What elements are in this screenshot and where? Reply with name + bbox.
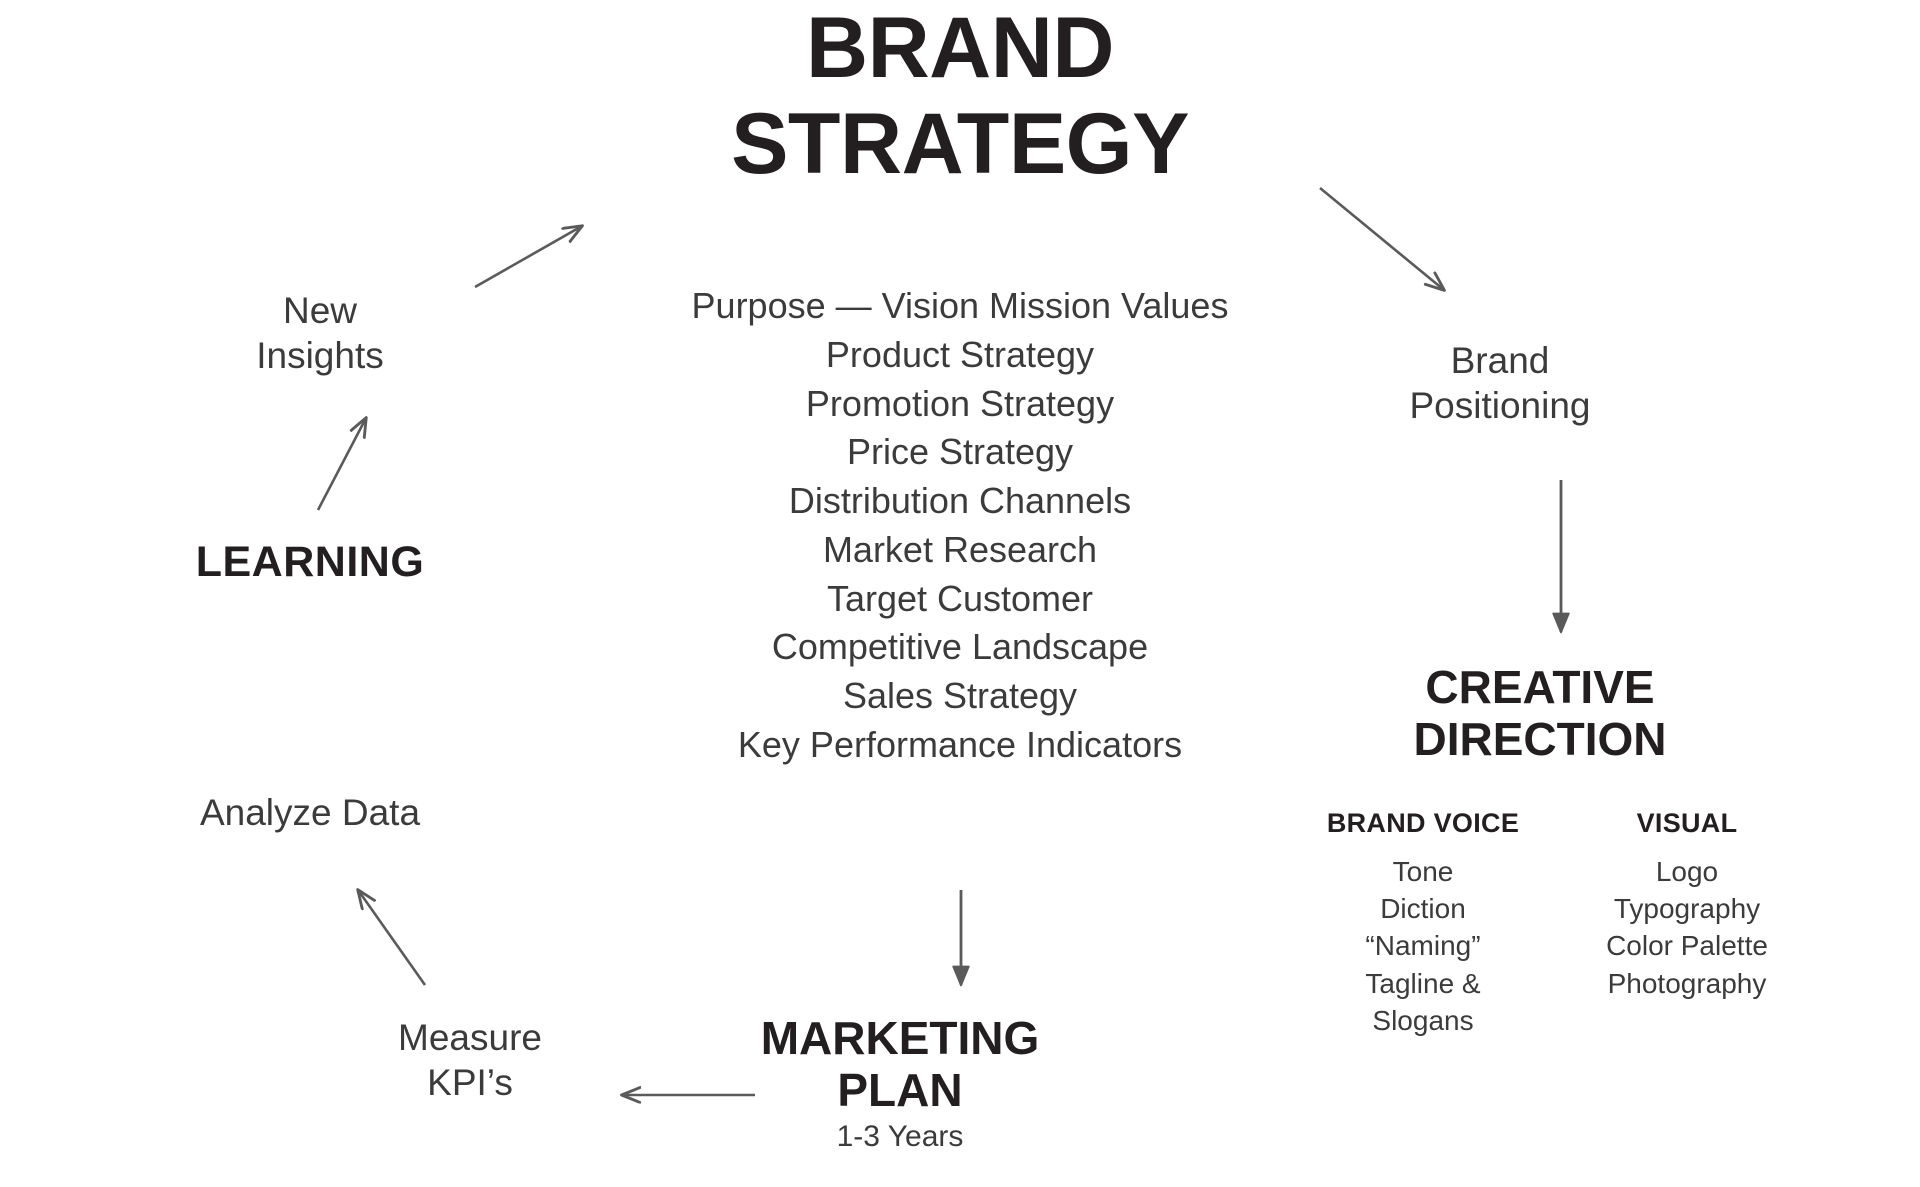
node-new-insights: New Insights xyxy=(160,288,480,378)
column-item: Slogans xyxy=(1372,1004,1474,1036)
creative-direction-column-visual: VISUAL Logo Typography Color Palette Pho… xyxy=(1569,808,1805,1039)
marketing-plan-line-2: PLAN xyxy=(837,1063,963,1116)
column-item: “Naming” xyxy=(1365,930,1481,962)
column-item: Logo xyxy=(1655,856,1719,887)
creative-direction-columns: BRAND VOICE Tone Diction “Naming” Taglin… xyxy=(1305,808,1805,1039)
list-item: Purpose — Vision Mission Values xyxy=(691,285,1229,326)
column-heading: VISUAL xyxy=(1636,808,1738,838)
marketing-plan-line-1: MARKETING xyxy=(760,1012,1040,1064)
column-item: Photography xyxy=(1607,967,1767,999)
brand-positioning-line-1: Brand xyxy=(1450,340,1550,381)
list-item: Target Customer xyxy=(826,577,1094,619)
creative-direction-line-1: CREATIVE xyxy=(1425,661,1655,713)
node-marketing-plan: MARKETING PLAN 1-3 Years xyxy=(700,1012,1100,1154)
list-item: Market Research xyxy=(822,528,1098,570)
node-creative-direction: CREATIVE DIRECTION xyxy=(1330,661,1750,765)
brand-strategy-list: Purpose — Vision Mission Values Product … xyxy=(480,282,1440,770)
list-item: Product Strategy xyxy=(825,333,1095,375)
page-title: BRAND STRATEGY xyxy=(560,0,1360,193)
list-item: Distribution Channels xyxy=(788,480,1132,522)
measure-kpis-line-2: KPI’s xyxy=(427,1062,513,1104)
arrow-measure-to-analyze xyxy=(358,890,427,986)
list-item: Sales Strategy xyxy=(842,675,1078,717)
arrow-strategy-to-positioning xyxy=(1319,186,1444,290)
new-insights-line-1: New xyxy=(282,290,358,331)
column-item: Tone xyxy=(1392,856,1454,887)
title-line-1: BRAND xyxy=(805,0,1115,96)
creative-direction-column-brand-voice: BRAND VOICE Tone Diction “Naming” Taglin… xyxy=(1305,808,1541,1039)
list-item: Promotion Strategy xyxy=(805,382,1115,424)
node-analyze-data: Analyze Data xyxy=(199,792,421,833)
list-item: Price Strategy xyxy=(846,431,1074,473)
column-item: Tagline & xyxy=(1365,967,1481,999)
brand-positioning-line-2: Positioning xyxy=(1409,385,1591,427)
title-line-2: STRATEGY xyxy=(731,96,1189,193)
node-measure-kpis: Measure KPI’s xyxy=(330,1015,610,1105)
arrow-learning-to-insights xyxy=(316,418,366,511)
column-item: Diction xyxy=(1380,893,1466,925)
column-item: Color Palette xyxy=(1606,930,1768,962)
column-heading: BRAND VOICE xyxy=(1326,808,1520,838)
measure-kpis-line-1: Measure xyxy=(398,1017,542,1058)
node-brand-positioning: Brand Positioning xyxy=(1320,338,1680,428)
new-insights-line-2: Insights xyxy=(256,335,384,377)
list-item: Key Performance Indicators xyxy=(737,723,1183,765)
marketing-plan-caption: 1-3 Years xyxy=(836,1120,964,1154)
node-learning: LEARNING xyxy=(195,538,425,586)
column-item: Typography xyxy=(1613,893,1761,925)
creative-direction-line-2: DIRECTION xyxy=(1413,712,1667,765)
arrow-insights-to-strategy xyxy=(474,226,582,289)
list-item: Competitive Landscape xyxy=(771,626,1149,668)
